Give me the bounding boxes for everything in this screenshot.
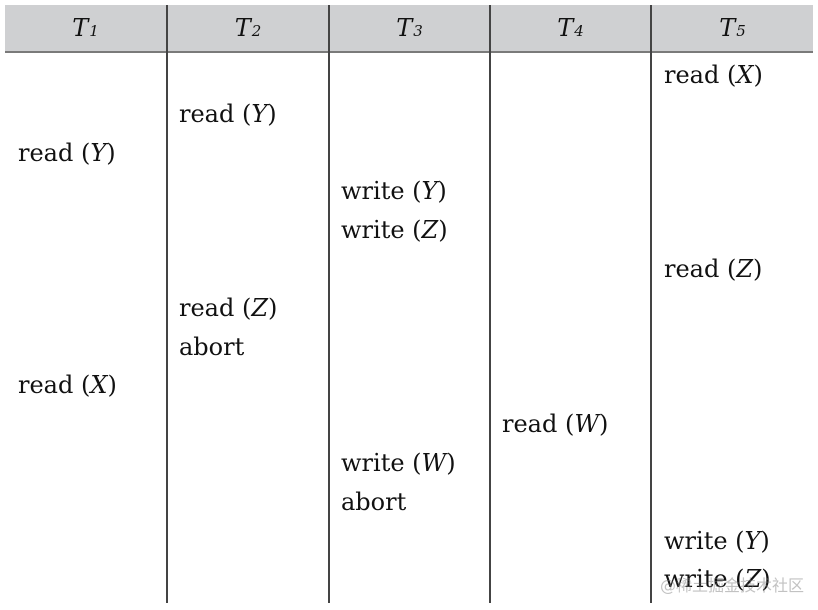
operation-name: write <box>664 565 728 594</box>
schedule-operation: abort <box>341 490 406 514</box>
operation-name: read <box>502 410 558 439</box>
schedule-operation: write (Y) <box>664 526 770 555</box>
column-divider <box>328 5 330 603</box>
operation-name: read <box>664 255 720 283</box>
operation-name: write <box>341 449 405 477</box>
schedule-operation: write (Z) <box>664 565 771 594</box>
operation-name: read <box>18 138 74 167</box>
schedule-operation: read (X) <box>18 371 117 400</box>
operation-name: read <box>179 293 235 322</box>
header-t1-index: 1 <box>89 22 99 40</box>
header-t5-index: 5 <box>736 22 746 40</box>
watermark: @稀土掘金技术社区 <box>659 576 804 595</box>
operation-name: read <box>18 371 74 400</box>
operation-name: write <box>341 216 405 245</box>
data-item: X <box>736 61 754 89</box>
data-item: Z <box>736 255 754 283</box>
data-item: Y <box>90 138 107 167</box>
header-t5-letter: T <box>719 14 736 42</box>
schedule-operation: write (Y) <box>341 177 447 206</box>
header-t3-index: 3 <box>413 22 423 40</box>
schedule-operation: read (Z) <box>179 293 278 322</box>
header-t2-index: 2 <box>251 22 262 40</box>
column-divider <box>489 5 491 603</box>
schedule-operation: read (Y) <box>18 138 116 167</box>
schedule-operation: read (X) <box>664 61 763 89</box>
schedule-operation: read (W) <box>502 410 609 439</box>
header-t4-index: 4 <box>574 22 584 40</box>
header-t3-letter: T <box>396 14 413 42</box>
operation-name: abort <box>179 332 245 361</box>
column-divider <box>166 5 168 603</box>
header-t1-letter: T <box>72 14 89 42</box>
data-item: Y <box>421 177 438 206</box>
schedule-operation: read (Y) <box>179 99 277 128</box>
data-item: Y <box>744 526 761 555</box>
schedule-operation: read (Z) <box>664 255 763 283</box>
operation-name: read <box>664 61 720 89</box>
data-item: Y <box>251 99 268 128</box>
data-item: W <box>574 410 600 439</box>
data-item: W <box>421 449 447 477</box>
operation-name: read <box>179 99 235 128</box>
schedule-operation: write (Z) <box>341 216 448 245</box>
schedule-operation: abort <box>179 335 244 359</box>
data-item: Z <box>251 293 269 322</box>
data-item: X <box>90 371 108 400</box>
operation-name: write <box>664 526 728 555</box>
data-item: Z <box>744 565 762 594</box>
header-t2-letter: T <box>234 14 251 42</box>
column-divider <box>650 5 652 603</box>
operation-name: write <box>341 177 405 206</box>
data-item: Z <box>421 216 439 245</box>
schedule-operation: write (W) <box>341 449 456 477</box>
operation-name: abort <box>341 487 407 516</box>
header-t4-letter: T <box>557 14 574 42</box>
